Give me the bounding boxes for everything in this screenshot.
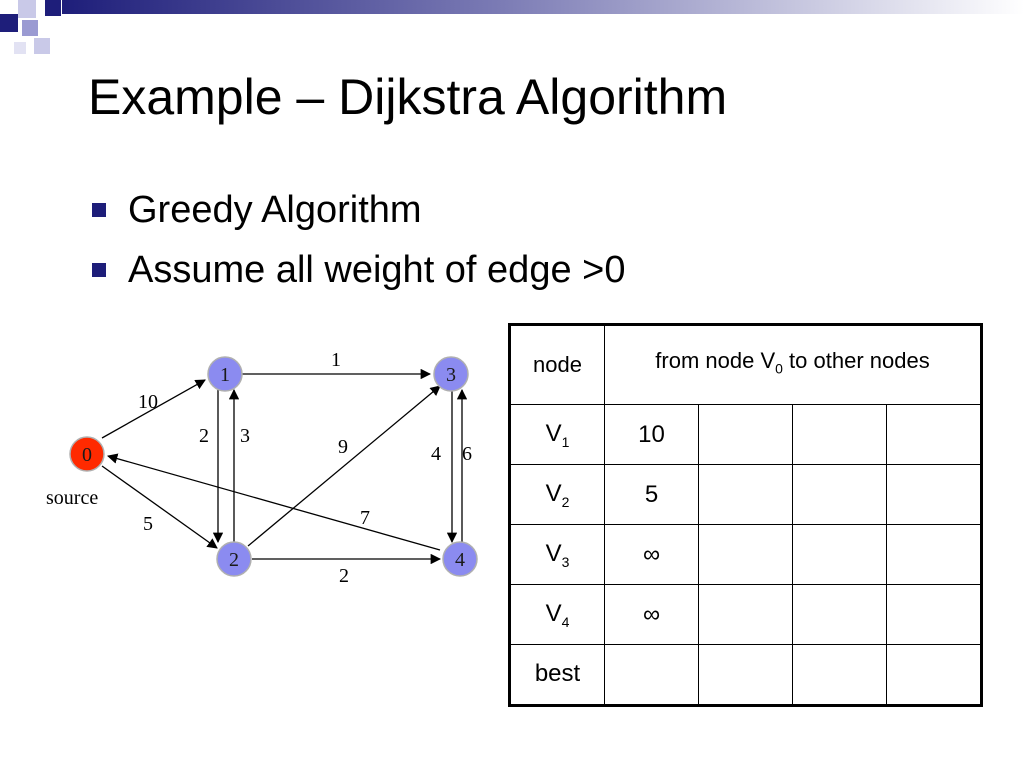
header-from-prefix: from node V (655, 348, 776, 374)
header-node-cell: node (509, 324, 605, 405)
row-label-sub: 4 (561, 613, 570, 630)
row-label: V (545, 479, 562, 507)
empty-cell (886, 524, 982, 585)
value-cell: ∞ (604, 584, 699, 645)
graph-node-4: 4 (442, 541, 478, 577)
edge-weight-label: 9 (338, 436, 348, 458)
row-label-sub: 3 (561, 553, 570, 570)
edge-2-3 (247, 385, 441, 547)
square-bullet-icon (92, 263, 106, 277)
header-from-sub: 0 (775, 360, 783, 377)
node-label: 0 (82, 444, 92, 466)
empty-cell (792, 524, 887, 585)
bullet-item: Assume all weight of edge >0 (92, 244, 625, 304)
empty-cell (886, 584, 982, 645)
row-label-cell: V1 (509, 404, 605, 465)
row-label: V (545, 419, 562, 447)
row-label: best (534, 659, 581, 687)
empty-cell (792, 464, 887, 525)
header-from-cell: from node V0 to other nodes (604, 324, 982, 405)
graph-node-0: 0 (69, 436, 105, 472)
empty-cell (886, 464, 982, 525)
bullet-text: Assume all weight of edge >0 (128, 249, 626, 291)
row-label-cell: V4 (509, 584, 605, 645)
empty-cell (698, 524, 793, 585)
empty-cell (792, 404, 887, 465)
source-label: source (46, 487, 98, 509)
value-cell (604, 644, 699, 706)
table-row: V4 ∞ (509, 584, 982, 645)
row-label-sub: 2 (561, 493, 570, 510)
empty-cell (792, 644, 887, 706)
row-label: V (545, 599, 562, 627)
graph-diagram: 10 5 1 2 3 9 2 4 6 7 0 1 2 3 4 source (46, 349, 478, 587)
graph-node-1: 1 (207, 356, 243, 392)
edge-weight-label: 7 (360, 507, 370, 529)
graph-node-2: 2 (216, 541, 252, 577)
edge-weight-label: 10 (138, 391, 158, 413)
distance-table: node from node V0 to other nodes V1 10 V… (508, 323, 983, 707)
value-cell: 10 (604, 404, 699, 465)
slide-title: Example – Dijkstra Algorithm (88, 69, 728, 125)
node-label: 2 (229, 549, 239, 571)
row-label-sub: 1 (561, 433, 570, 450)
table-row: V1 10 (509, 404, 982, 465)
edge-weight-label: 5 (143, 513, 153, 535)
node-label: 1 (220, 364, 230, 386)
row-label: V (545, 539, 562, 567)
value-cell: 5 (604, 464, 699, 525)
header-from-suffix: to other nodes (782, 348, 930, 374)
edge-weight-label: 2 (199, 425, 209, 447)
edge-weight-label: 4 (431, 443, 441, 465)
table-row: best (509, 644, 982, 706)
bullet-item: Greedy Algorithm (92, 184, 625, 244)
header-node-text: node (533, 352, 582, 377)
node-label: 4 (455, 549, 465, 571)
node-label: 3 (446, 364, 456, 386)
slide-header-decoration (0, 0, 1024, 54)
edge-weight-label: 6 (462, 443, 472, 465)
graph-node-3: 3 (433, 356, 469, 392)
square-bullet-icon (92, 203, 106, 217)
empty-cell (698, 584, 793, 645)
empty-cell (886, 404, 982, 465)
empty-cell (698, 464, 793, 525)
empty-cell (698, 644, 793, 706)
bullet-text: Greedy Algorithm (128, 189, 422, 231)
edge-0-1 (101, 379, 206, 439)
table-row: V2 5 (509, 464, 982, 525)
empty-cell (698, 404, 793, 465)
row-label-cell: V2 (509, 464, 605, 525)
row-label-cell: V3 (509, 524, 605, 585)
empty-cell (792, 584, 887, 645)
edge-0-2 (101, 465, 218, 549)
table-row: V3 ∞ (509, 524, 982, 585)
bullet-list: Greedy Algorithm Assume all weight of ed… (92, 184, 625, 304)
edge-weight-label: 2 (339, 565, 349, 587)
value-cell: ∞ (604, 524, 699, 585)
edge-weight-label: 3 (240, 425, 250, 447)
edge-4-0 (106, 453, 441, 551)
edge-weight-label: 1 (331, 349, 341, 371)
empty-cell (886, 644, 982, 706)
table-header-row: node from node V0 to other nodes (509, 324, 982, 405)
row-label-cell: best (509, 644, 605, 706)
